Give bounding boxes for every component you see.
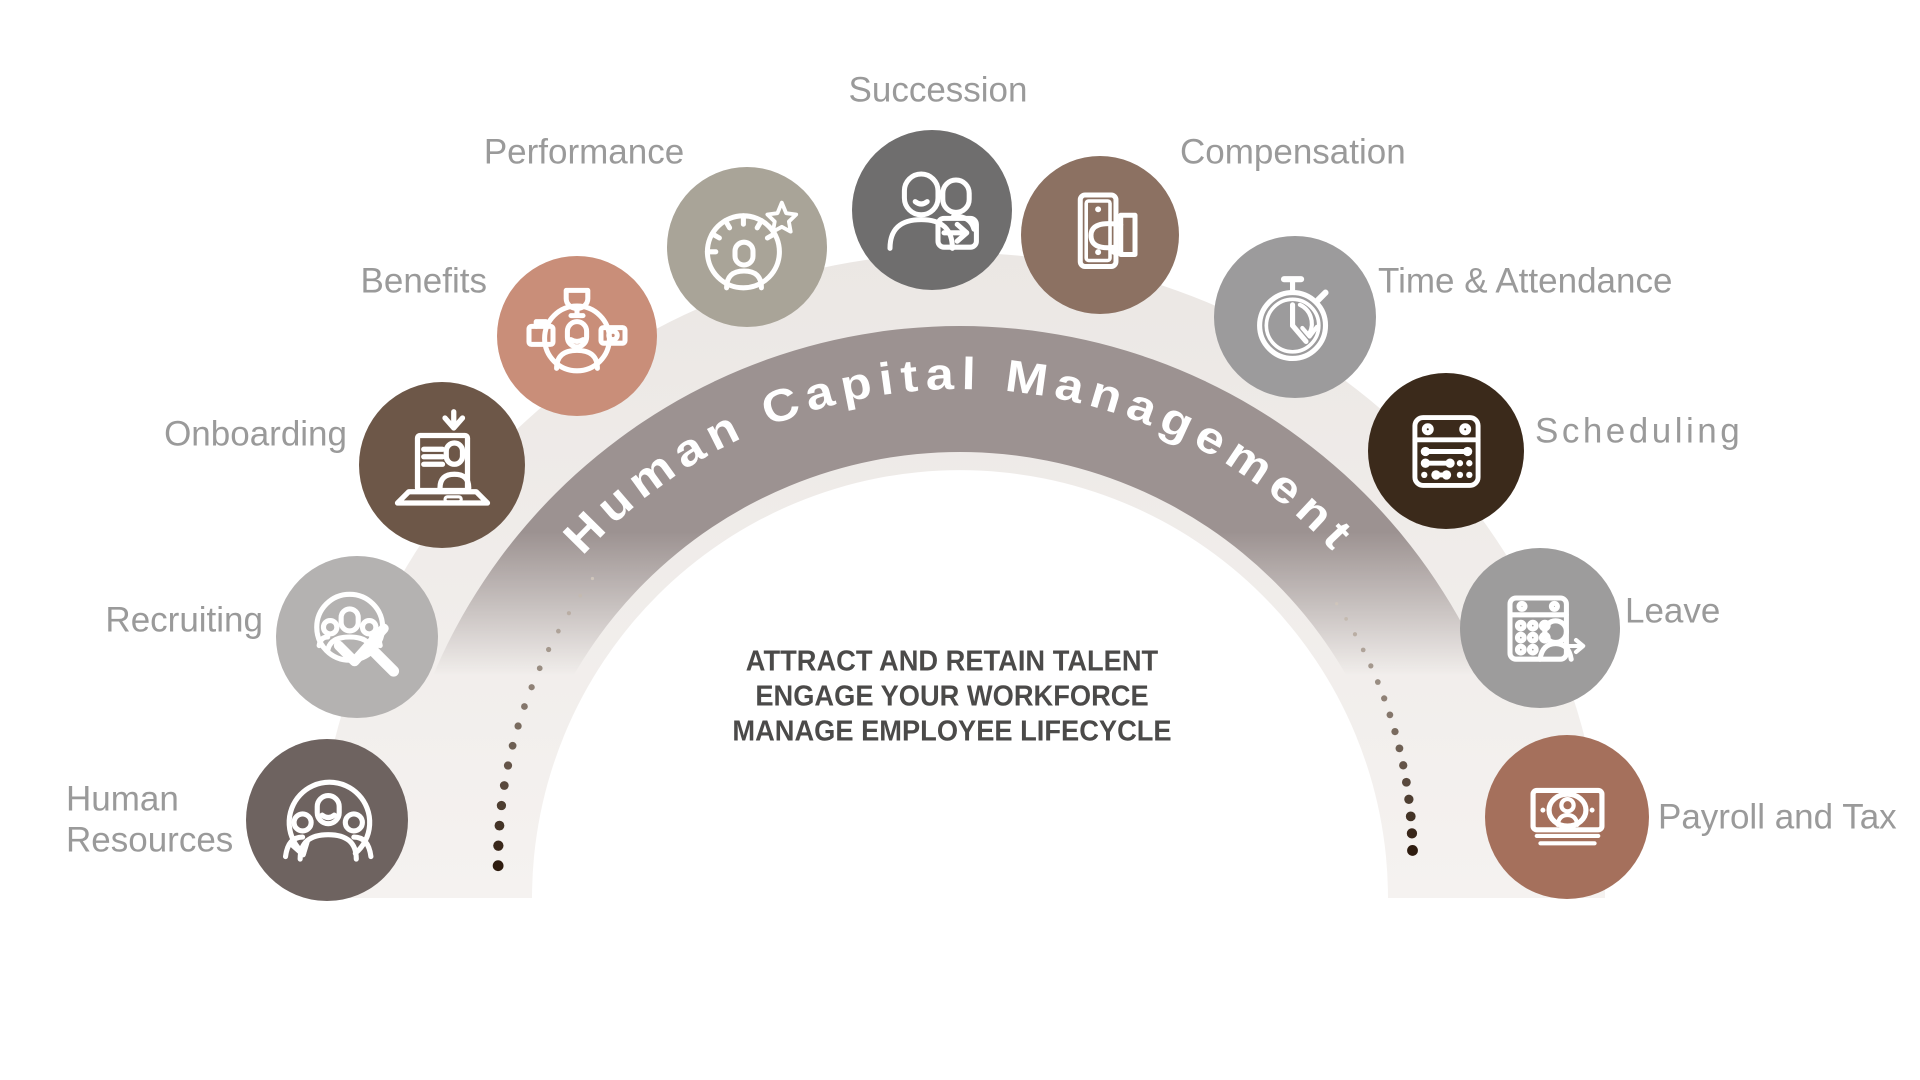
trail-dot (1401, 777, 1411, 787)
trail-dot (1405, 811, 1416, 822)
tagline-line: MANAGE EMPLOYEE LIFECYCLE (732, 715, 1172, 748)
scheduling-circle (1368, 373, 1524, 529)
trail-dot (1391, 727, 1399, 736)
time-attendance-label: Time & Attendance (1378, 261, 1673, 301)
succession-circle (852, 130, 1012, 290)
trail-dot (528, 684, 535, 691)
trail-dot (1368, 663, 1374, 669)
trail-dot (566, 611, 572, 616)
compensation-label: Compensation (1180, 132, 1406, 172)
performance-label: Performance (483, 132, 685, 172)
trail-dot (508, 741, 517, 750)
stopwatch-icon (1257, 276, 1329, 362)
dot-trail-right (1335, 602, 1418, 856)
trail-dot (492, 860, 504, 872)
arch-band (388, 326, 1532, 898)
tagline-line: ENGAGE YOUR WORKFORCE (755, 680, 1149, 713)
trail-dot (499, 781, 509, 790)
trail-dot (578, 593, 583, 598)
trail-dot (1344, 616, 1348, 621)
trail-dot (1386, 711, 1394, 719)
human-resources-circle (246, 739, 408, 901)
trail-dot (1406, 828, 1418, 839)
recruiting-label: Recruiting (105, 600, 263, 640)
trail-dot (546, 646, 552, 653)
tagline-line: ATTRACT AND RETAIN TALENT (745, 645, 1159, 678)
compensation-circle (1021, 156, 1179, 314)
recruiting-circle (276, 556, 438, 718)
banknote-person-icon (1529, 787, 1605, 845)
trail-dot (1399, 761, 1408, 770)
trail-dot (556, 628, 561, 634)
two-people-forward-arrow-icon (887, 171, 979, 251)
leave-label: Leave (1625, 591, 1721, 631)
succession-label: Succession (848, 70, 1028, 110)
trail-dot (521, 703, 528, 710)
payroll-tax-circle (1485, 735, 1649, 899)
benefits-label: Benefits (360, 261, 487, 301)
trail-dot (514, 722, 522, 730)
payroll-tax-label: Payroll and Tax (1658, 797, 1897, 837)
people-group-circle-arrow-icon (282, 779, 374, 862)
human-resources-label: Human Resources (66, 779, 234, 860)
trail-dot (1360, 647, 1366, 653)
hand-holding-banknote-icon (1077, 192, 1138, 269)
trail-dot (493, 840, 504, 851)
person-perks-trophy-icon (526, 287, 628, 374)
benefits-circle (497, 256, 657, 416)
laptop-profile-download-icon (394, 408, 490, 506)
trail-dot (1335, 602, 1339, 606)
gauge-person-star-icon (704, 200, 799, 291)
planner-abacus-icon (1411, 414, 1481, 488)
trail-dot (496, 800, 507, 811)
scheduling-label: Scheduling (1535, 411, 1744, 451)
calendar-person-arrow-icon (1507, 595, 1586, 662)
trail-dot (1381, 695, 1388, 702)
leave-circle (1460, 548, 1620, 708)
trail-dot (1374, 679, 1381, 685)
dot-trail-left (492, 576, 595, 872)
trail-dot (590, 576, 595, 581)
onboarding-circle (359, 382, 525, 548)
trail-dot (1352, 632, 1358, 637)
arch-outer-band (315, 253, 1605, 898)
onboarding-label: Onboarding (164, 414, 347, 454)
trail-dot (494, 820, 505, 831)
trail-dot (1395, 744, 1404, 753)
trail-dot (1407, 845, 1418, 856)
trail-dot (1404, 794, 1414, 804)
tagline: ATTRACT AND RETAIN TALENT ENGAGE YOUR WO… (732, 645, 1171, 750)
performance-circle (667, 167, 827, 327)
magnifier-people-check-icon (314, 591, 400, 677)
time-attendance-circle (1214, 236, 1376, 398)
trail-dot (503, 761, 513, 770)
trail-dot (536, 665, 543, 672)
